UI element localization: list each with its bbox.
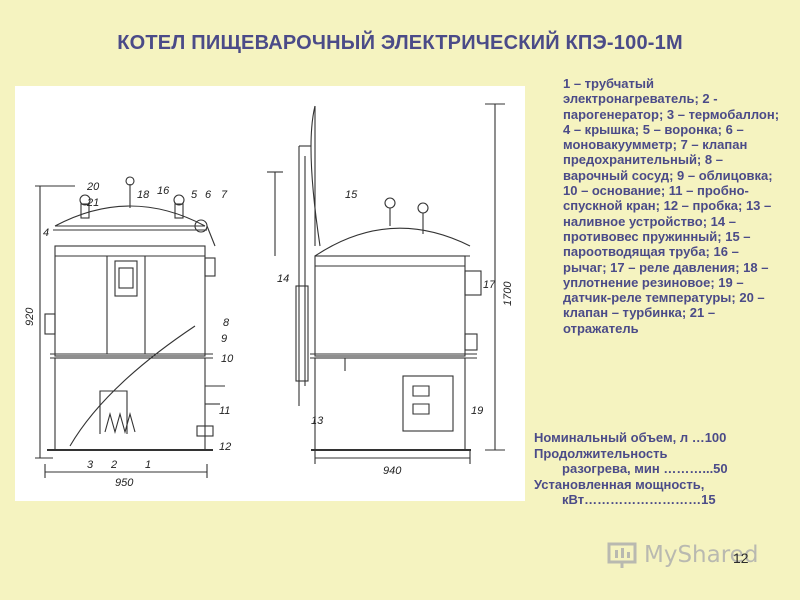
specifications: Номинальный объем, л …100 Продолжительно… — [534, 430, 784, 508]
dim-920-label: 920 — [24, 307, 36, 326]
callout-17: 17 — [483, 279, 496, 291]
callout-10: 10 — [221, 353, 234, 365]
callout-19: 19 — [471, 405, 483, 417]
callout-2: 2 — [110, 459, 117, 471]
callout-12: 12 — [219, 441, 231, 453]
boiler-drawing-svg: 920 950 940 1700 20 21 18 16 5 6 7 4 8 9… — [24, 103, 514, 489]
callout-1: 1 — [145, 459, 151, 471]
technical-drawing: 920 950 940 1700 20 21 18 16 5 6 7 4 8 9… — [15, 86, 525, 501]
callout-14: 14 — [277, 273, 289, 285]
dim-940-label: 940 — [383, 465, 402, 477]
spec-heat-label: Продолжительность — [534, 445, 668, 461]
callout-5: 5 — [191, 189, 198, 201]
spec-heat-value: разогрева, мин ………...50 — [562, 461, 728, 476]
myshared-logo-icon — [607, 542, 637, 568]
spec-power-value: кВт………………………15 — [562, 492, 716, 507]
dim-1700-label: 1700 — [502, 281, 514, 306]
callout-16: 16 — [157, 185, 170, 197]
callout-8: 8 — [223, 317, 230, 329]
spec-volume: Номинальный объем, л …100 — [534, 430, 727, 445]
callout-15: 15 — [345, 189, 358, 201]
page-number: 12 — [733, 550, 749, 566]
callout-21: 21 — [86, 197, 99, 209]
callout-3: 3 — [87, 459, 94, 471]
watermark-text: MyShared — [644, 542, 759, 568]
spec-power-label: Установленная мощность, — [534, 476, 705, 492]
dim-950-label: 950 — [115, 477, 134, 489]
callout-7: 7 — [221, 189, 228, 201]
callout-20: 20 — [86, 181, 100, 193]
callout-18: 18 — [137, 189, 150, 201]
parts-legend: 1 – трубчатый электронагреватель; 2 - па… — [563, 76, 780, 336]
callout-9: 9 — [221, 333, 227, 345]
callout-4: 4 — [43, 227, 49, 239]
callout-13: 13 — [311, 415, 324, 427]
watermark-logo: MyShared — [606, 538, 766, 572]
callout-11: 11 — [219, 405, 230, 417]
slide-title: КОТЕЛ ПИЩЕВАРОЧНЫЙ ЭЛЕКТРИЧЕСКИЙ КПЭ-100… — [117, 32, 683, 54]
callout-6: 6 — [205, 189, 212, 201]
